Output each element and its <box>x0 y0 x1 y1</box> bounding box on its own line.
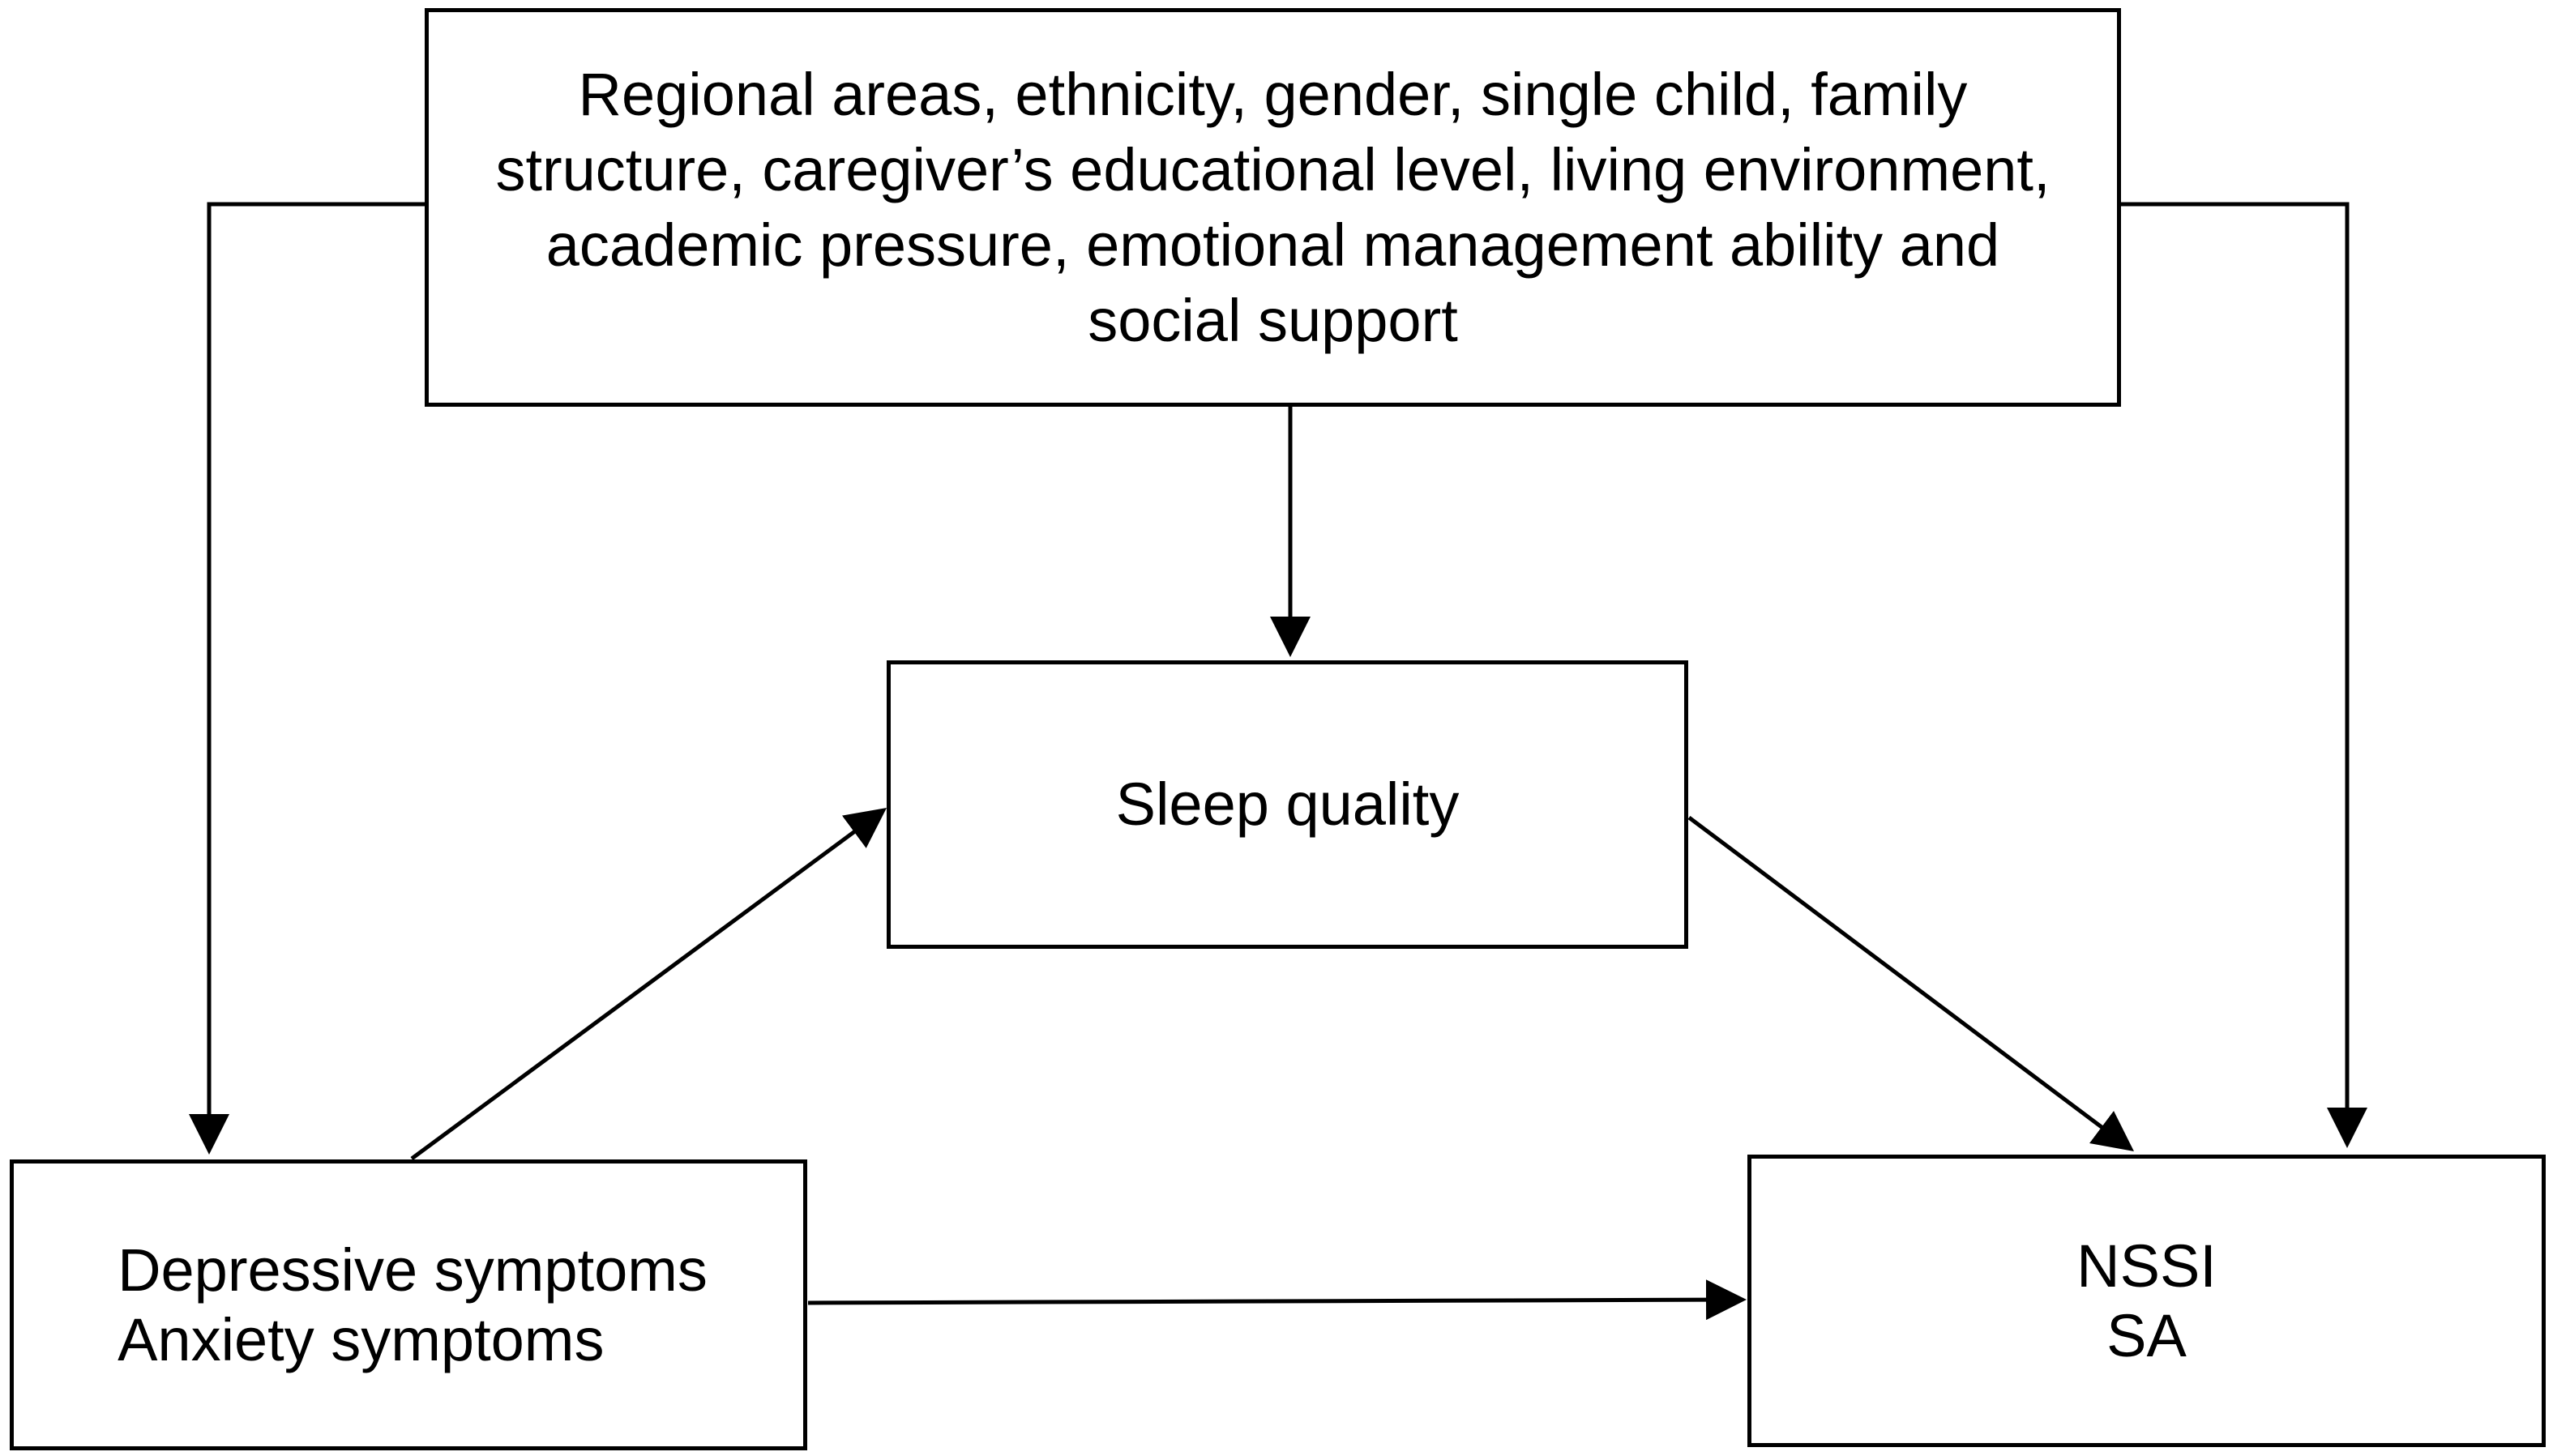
nssi-text: NSSI <box>2076 1232 2217 1300</box>
arrow-sleep-to-outcome <box>1687 816 2134 1152</box>
arrow-confounders-to-exposure <box>189 202 425 1155</box>
sa-text: SA <box>2106 1301 2187 1369</box>
sleep-quality-text: Sleep quality <box>1115 770 1460 838</box>
nssi-sa-box: NSSI SA <box>1747 1155 2546 1447</box>
arrow-exposure-to-sleep <box>410 808 887 1161</box>
sleep-quality-box: Sleep quality <box>887 660 1688 949</box>
anxiety-symptoms-text: Anxiety symptoms <box>118 1305 605 1373</box>
arrow-confounders-to-outcome <box>2121 202 2367 1148</box>
confounders-text: Regional areas, ethnicity, gender, singl… <box>495 61 2051 354</box>
arrow-exposure-to-outcome <box>807 1279 1747 1321</box>
depression-anxiety-box: Depressive symptoms Anxiety symptoms <box>10 1159 807 1450</box>
depressive-symptoms-text: Depressive symptoms <box>118 1236 708 1304</box>
confounders-box: Regional areas, ethnicity, gender, singl… <box>425 8 2121 407</box>
